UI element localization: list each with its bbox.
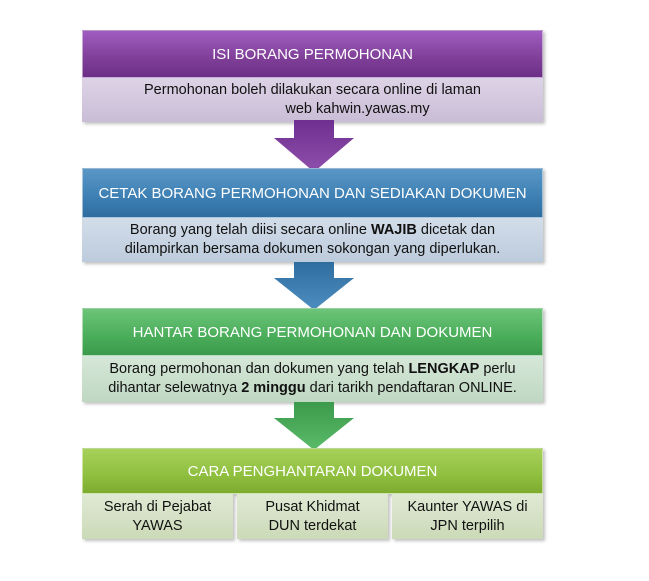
step1-line1: Permohonan boleh dilakukan secara online… (144, 82, 481, 98)
down-arrow-1 (274, 120, 354, 172)
step2-line1: Borang yang telah diisi secara online WA… (129, 222, 496, 238)
step3-line2: dihantar selewatnya 2 minggu dari tarikh… (108, 380, 517, 396)
option-pusat-khidmat: Pusat Khidmat DUN terdekat (237, 494, 388, 539)
down-arrow-2 (274, 262, 354, 310)
option1-line1: Serah di Pejabat (103, 498, 212, 515)
step1-title: ISI BORANG PERMOHONAN (82, 30, 543, 78)
option2-line1: Pusat Khidmat (265, 498, 360, 515)
option3-line2: JPN terpilih (430, 517, 505, 534)
step4-title: CARA PENGHANTARAN DOKUMEN (82, 448, 543, 494)
step3-line1: Borang permohonan dan dokumen yang telah… (109, 361, 516, 377)
step1-line2: web kahwin.yawas.my (285, 101, 430, 117)
step2-description: Borang yang telah diisi secara online WA… (82, 218, 543, 262)
option-kaunter-yawas: Kaunter YAWAS di JPN terpilih (392, 494, 543, 539)
step3-description: Borang permohonan dan dokumen yang telah… (82, 356, 543, 402)
option2-line2: DUN terdekat (268, 517, 357, 534)
option-serah-di-pejabat: Serah di Pejabat YAWAS (82, 494, 233, 539)
step2-title: CETAK BORANG PERMOHONAN DAN SEDIAKAN DOK… (82, 168, 543, 218)
option3-line1: Kaunter YAWAS di (407, 498, 528, 515)
step1-description: Permohonan boleh dilakukan secara online… (82, 78, 543, 122)
down-arrow-3 (274, 402, 354, 450)
option1-line2: YAWAS (132, 517, 183, 534)
step2-line2: dilampirkan bersama dokumen sokongan yan… (124, 241, 501, 257)
step3-title: HANTAR BORANG PERMOHONAN DAN DOKUMEN (82, 308, 543, 356)
